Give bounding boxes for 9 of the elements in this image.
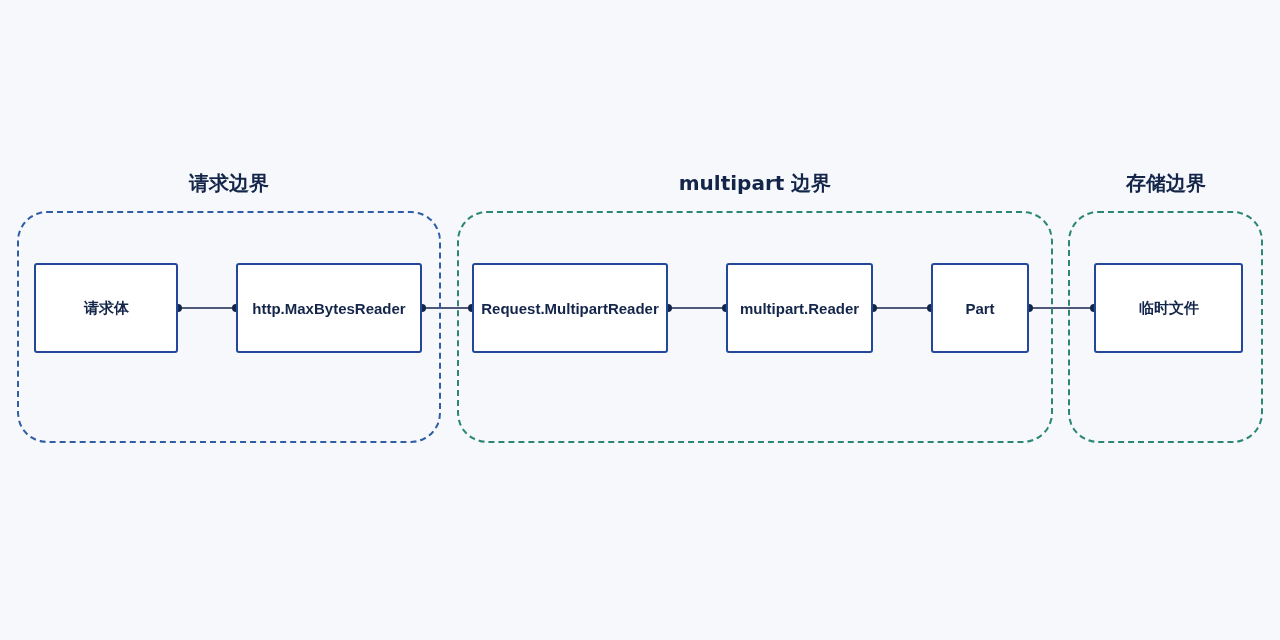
boundary-heading: 请求边界	[189, 170, 269, 197]
process-box: Part	[931, 263, 1029, 353]
boundary-heading: 存储边界	[1125, 170, 1206, 197]
process-box: multipart.Reader	[726, 263, 873, 353]
process-box: 临时文件	[1094, 263, 1243, 353]
process-box: http.MaxBytesReader	[236, 263, 422, 353]
process-box: Request.MultipartReader	[472, 263, 668, 353]
process-box: 请求体	[34, 263, 178, 353]
boundary-heading: multipart 边界	[678, 170, 832, 197]
